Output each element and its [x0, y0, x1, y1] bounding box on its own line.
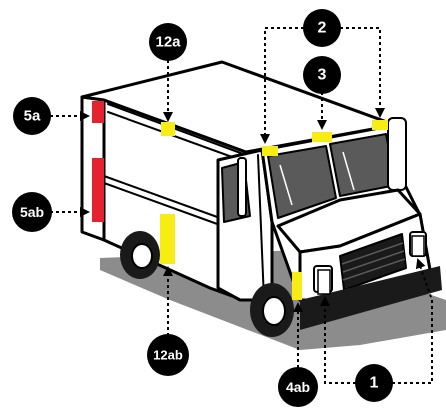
marker-yellow-3	[312, 132, 332, 142]
callout-12ab: 12ab	[147, 334, 189, 376]
callout-1-label: 1	[370, 375, 379, 392]
side-mirror	[238, 158, 246, 216]
step-van	[82, 62, 442, 337]
callout-3: 3	[303, 56, 341, 94]
rear-wheel	[120, 231, 160, 279]
marker-white-1-left	[318, 270, 330, 294]
callout-12ab-label: 12ab	[153, 348, 183, 363]
marker-yellow-2-right	[372, 120, 388, 130]
marker-red-5ab	[92, 158, 104, 222]
marker-yellow-12a	[161, 122, 175, 136]
windshield-right	[330, 134, 396, 196]
callout-12a: 12a	[149, 23, 187, 61]
callout-5ab-label: 5ab	[20, 204, 44, 220]
callout-1: 1	[355, 364, 393, 402]
callout-5ab: 5ab	[12, 192, 52, 232]
callout-5a: 5a	[13, 97, 51, 135]
marker-yellow-12ab	[160, 214, 175, 264]
marker-red-5a	[92, 101, 104, 123]
callout-12a-label: 12a	[155, 34, 181, 51]
marker-yellow-4ab	[292, 272, 302, 300]
callout-4ab: 4ab	[278, 367, 318, 407]
marker-white-1-right	[412, 236, 424, 256]
callout-2-label: 2	[318, 20, 327, 37]
front-wheel	[250, 283, 294, 337]
callout-3-label: 3	[318, 67, 327, 84]
callout-4ab-label: 4ab	[286, 379, 310, 395]
callout-2: 2	[303, 9, 341, 47]
callout-5a-label: 5a	[24, 108, 41, 125]
marker-yellow-2-left	[262, 146, 278, 156]
